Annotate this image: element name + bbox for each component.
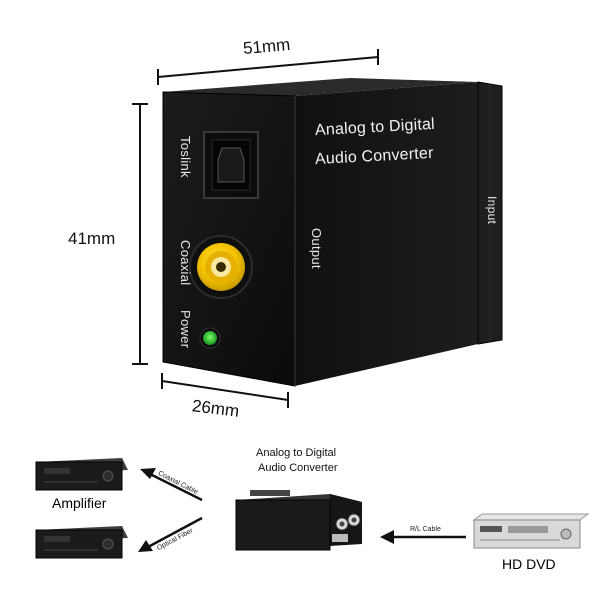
device-side-face [295, 82, 478, 386]
amplifier-label: Amplifier [52, 495, 107, 511]
arrow-optical-fiber [138, 516, 203, 552]
rl-cable-label: R/L Cable [410, 526, 441, 533]
power-label: Power [178, 310, 193, 349]
power-led [199, 327, 221, 349]
converter-small-illustration [235, 490, 362, 551]
width-dimension-label: 51mm [242, 34, 291, 59]
coaxial-rca-port [189, 235, 253, 299]
coaxial-port-label: Coaxial [178, 240, 193, 286]
device-top-face [163, 78, 478, 96]
amplifier-unit-bottom [35, 526, 128, 559]
input-side-label: Input [485, 196, 499, 225]
toslink-port-label: Toslink [178, 136, 193, 178]
hd-dvd-player [472, 513, 590, 549]
dimension-line-width [157, 49, 379, 85]
toslink-port [203, 131, 259, 199]
diagram-title-line2: Audio Converter [258, 462, 338, 474]
hd-dvd-label: HD DVD [502, 556, 556, 572]
arrow-coaxial-cable [140, 468, 203, 502]
output-side-label: Output [309, 228, 324, 269]
arrow-rl-cable [380, 530, 466, 544]
dimension-line-depth [161, 373, 289, 408]
diagram-title-line1: Analog to Digital [256, 447, 337, 459]
amplifier-unit-top [35, 458, 128, 491]
dimension-line-height [132, 103, 148, 365]
height-dimension-label: 41mm [68, 229, 116, 248]
